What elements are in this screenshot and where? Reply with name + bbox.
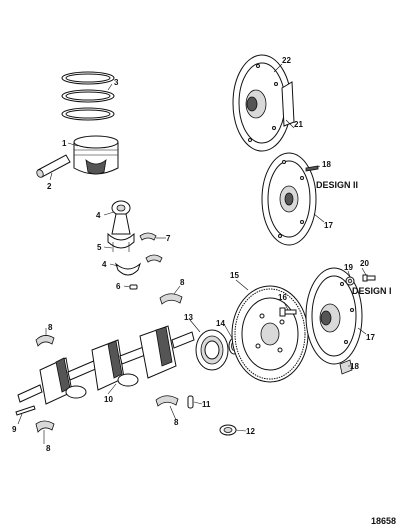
callout-8-upper-right: 8 <box>180 278 185 287</box>
dowel-pin-11 <box>187 395 194 409</box>
drive-coupler-top <box>232 54 295 152</box>
callout-18-upper: 18 <box>322 160 331 169</box>
bolt-16 <box>279 307 297 317</box>
callout-8-left: 8 <box>48 323 53 332</box>
dowel-pin-6 <box>129 284 138 290</box>
callout-14: 14 <box>216 319 225 328</box>
callout-8-lower-left: 8 <box>46 444 51 453</box>
main-bearing-lower-middle <box>155 395 179 407</box>
figure-number: 18658 <box>371 516 396 526</box>
clip-18-lower <box>339 359 353 375</box>
design-1-label: DESIGN I <box>352 286 392 296</box>
main-bearing-lower-left <box>35 420 55 433</box>
callout-10: 10 <box>104 395 113 404</box>
piston-rings <box>61 71 115 121</box>
callout-15: 15 <box>230 271 239 280</box>
drive-plate-design-1 <box>305 267 363 365</box>
crankshaft <box>17 325 195 405</box>
callout-4-rod: 4 <box>96 211 101 220</box>
callout-22: 22 <box>282 56 291 65</box>
main-bearing-upper-right <box>159 293 183 305</box>
connecting-rod <box>107 200 135 252</box>
callout-5: 5 <box>97 243 102 252</box>
washer-12 <box>219 424 237 436</box>
callout-13: 13 <box>184 313 193 322</box>
callout-20: 20 <box>360 259 369 268</box>
callout-9: 9 <box>12 425 17 434</box>
callout-16: 16 <box>278 293 287 302</box>
callout-4-cap: 4 <box>102 260 107 269</box>
drive-plate-design-2 <box>261 152 317 246</box>
callout-2: 2 <box>47 182 52 191</box>
callout-3: 3 <box>114 78 119 87</box>
rod-cap <box>114 262 142 276</box>
callout-19: 19 <box>344 263 353 272</box>
design-2-label: DESIGN II <box>316 180 358 190</box>
callout-11: 11 <box>202 400 211 409</box>
callout-21: 21 <box>294 120 303 129</box>
callout-7: 7 <box>166 234 171 243</box>
leader-lines <box>17 63 367 444</box>
screw-18-upper <box>305 165 319 172</box>
piston <box>73 135 119 175</box>
callout-18-lower: 18 <box>350 362 359 371</box>
callout-17-design-1: 17 <box>366 333 375 342</box>
rod-bearing-inserts <box>139 232 163 263</box>
callout-8-lower-middle: 8 <box>174 418 179 427</box>
callout-17-design-2: 17 <box>324 221 333 230</box>
rear-main-seal <box>195 329 229 371</box>
crank-pin-9 <box>15 405 36 416</box>
callout-6: 6 <box>116 282 121 291</box>
washer-19 <box>345 276 355 286</box>
flywheel <box>231 285 309 383</box>
bolt-20 <box>362 274 376 282</box>
piston-pin <box>36 154 71 178</box>
callout-1: 1 <box>62 139 67 148</box>
callout-12: 12 <box>246 427 255 436</box>
main-bearing-left <box>35 335 55 347</box>
